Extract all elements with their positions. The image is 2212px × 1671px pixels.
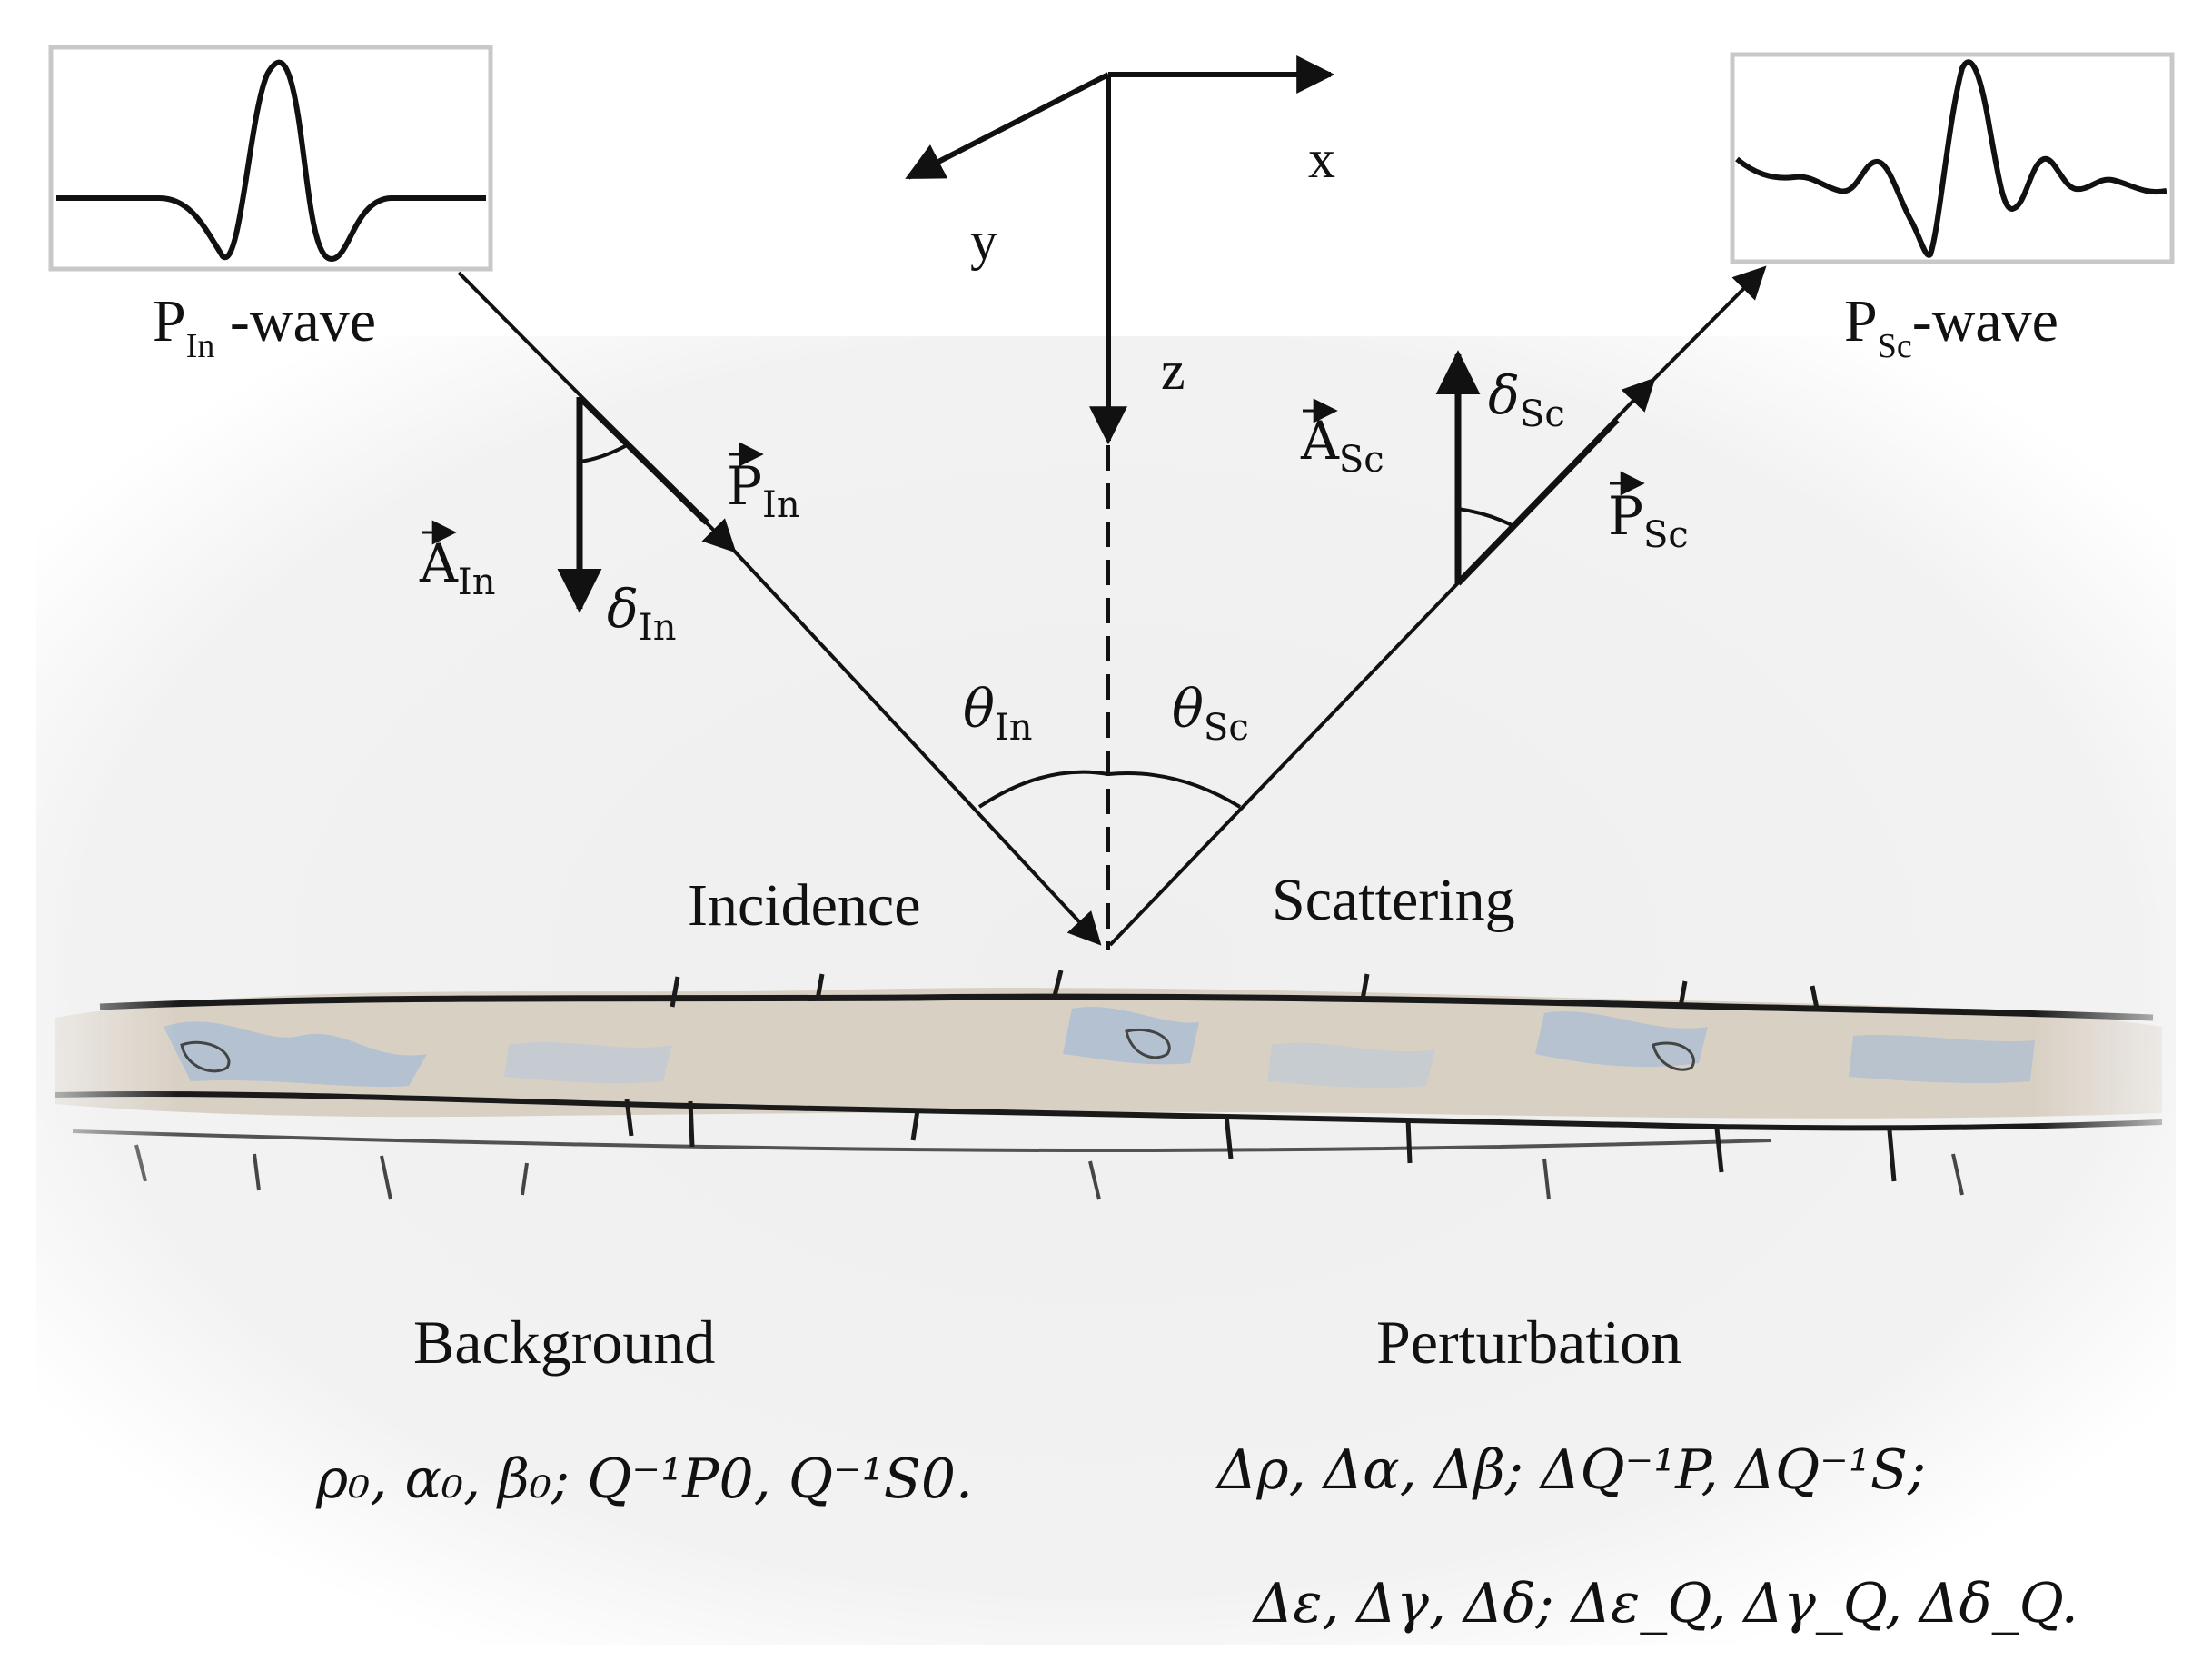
incidence-label: Incidence [688,872,921,939]
scattered-wavelet [1735,59,2167,258]
theta-in-label: θIn [963,678,1032,749]
perturbation-label: Perturbation [1376,1308,1681,1377]
delta-sc-arc [1457,507,1516,529]
incident-wavelet [56,59,486,263]
incident-wavelet-box [48,45,493,272]
z-axis-label: z [1161,341,1185,401]
svg-text:PIn: PIn [727,455,800,526]
scattered-ray [1108,265,1767,947]
y-axis-arrow [905,72,1110,180]
perturbation-parameters-line2: Δε, Δγ, Δδ; Δε_Q, Δγ_Q, Δδ_Q. [1252,1572,2078,1636]
vector-p-sc-label: PSc [1608,471,1689,556]
delta-sc-label: δSc [1488,364,1565,435]
scattered-wave-label: PSc-wave [1844,288,2058,365]
incident-ray [457,271,1102,946]
delta-in-label: δIn [607,578,676,649]
background-label: Background [413,1308,715,1377]
incident-wave-label: PIn -wave [153,288,376,365]
background-parameters: ρ₀, α₀, β₀; Q⁻¹P0, Q⁻¹S0. [315,1447,973,1511]
vector-a-sc-label: ASc [1300,398,1384,481]
fractured-rock-layer [54,970,2163,1200]
x-axis-label: x [1308,129,1335,189]
y-axis-label: y [970,211,997,271]
theta-arc [977,770,1242,809]
vector-a-in-label: AIn [419,520,495,603]
coordinate-axes [905,55,1335,950]
scattered-wavelet-box [1730,52,2175,264]
delta-in-arc [579,443,628,463]
perturbation-parameters-line1: Δρ, Δα, Δβ; ΔQ⁻¹P, ΔQ⁻¹S; [1215,1438,1926,1502]
scattering-label: Scattering [1272,867,1515,933]
vector-p-in-label: PIn [727,442,800,526]
theta-sc-label: θSc [1172,678,1249,749]
